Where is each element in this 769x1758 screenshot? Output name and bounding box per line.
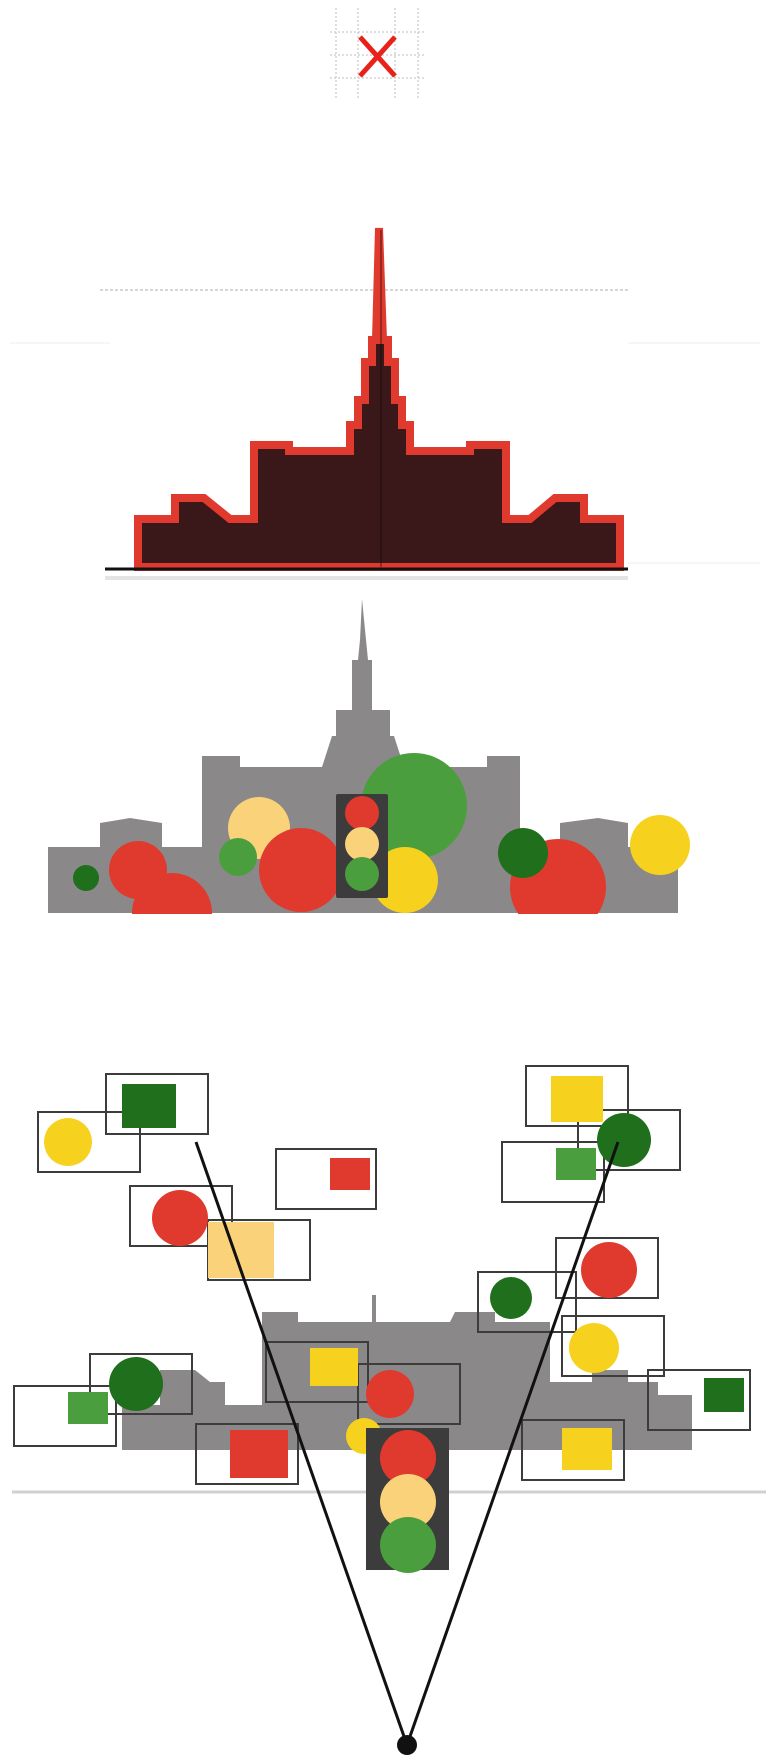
viewpoint-dot [397,1735,417,1755]
circle-dark-green-right [498,828,548,878]
exploded-view-panel [12,1066,766,1755]
square-dark-green [122,1084,176,1128]
city-lights-panel [40,599,740,964]
close-icon [360,37,395,76]
square-yellow [551,1076,603,1122]
circle-red-large [259,828,343,912]
circle-yellow-right [630,815,690,875]
circle-red [152,1190,208,1246]
circle-green-small [219,838,257,876]
circle-yellow [44,1118,92,1166]
traffic-light-icon [336,794,388,898]
clip-bottom [40,914,740,964]
circle-red [581,1242,637,1298]
tower-silhouette [138,228,620,567]
square-green [68,1392,108,1424]
traffic-light-icon [366,1428,449,1573]
circle-dark-green [490,1277,532,1319]
circle-dark-green [109,1357,163,1411]
close-icon-panel [330,8,424,100]
square-green [556,1148,596,1180]
city-silhouette-lower [122,1295,692,1450]
square-yellow [562,1428,612,1470]
circle-yellow [569,1323,619,1373]
tower-silhouette-panel [10,228,760,578]
square-red [330,1158,370,1190]
square-dark-green [704,1378,744,1412]
square-yellow [310,1348,358,1386]
circle-red [366,1370,414,1418]
circle-dark-green-tiny [73,865,99,891]
circle-dark-green [597,1113,651,1167]
square-red [230,1430,288,1478]
